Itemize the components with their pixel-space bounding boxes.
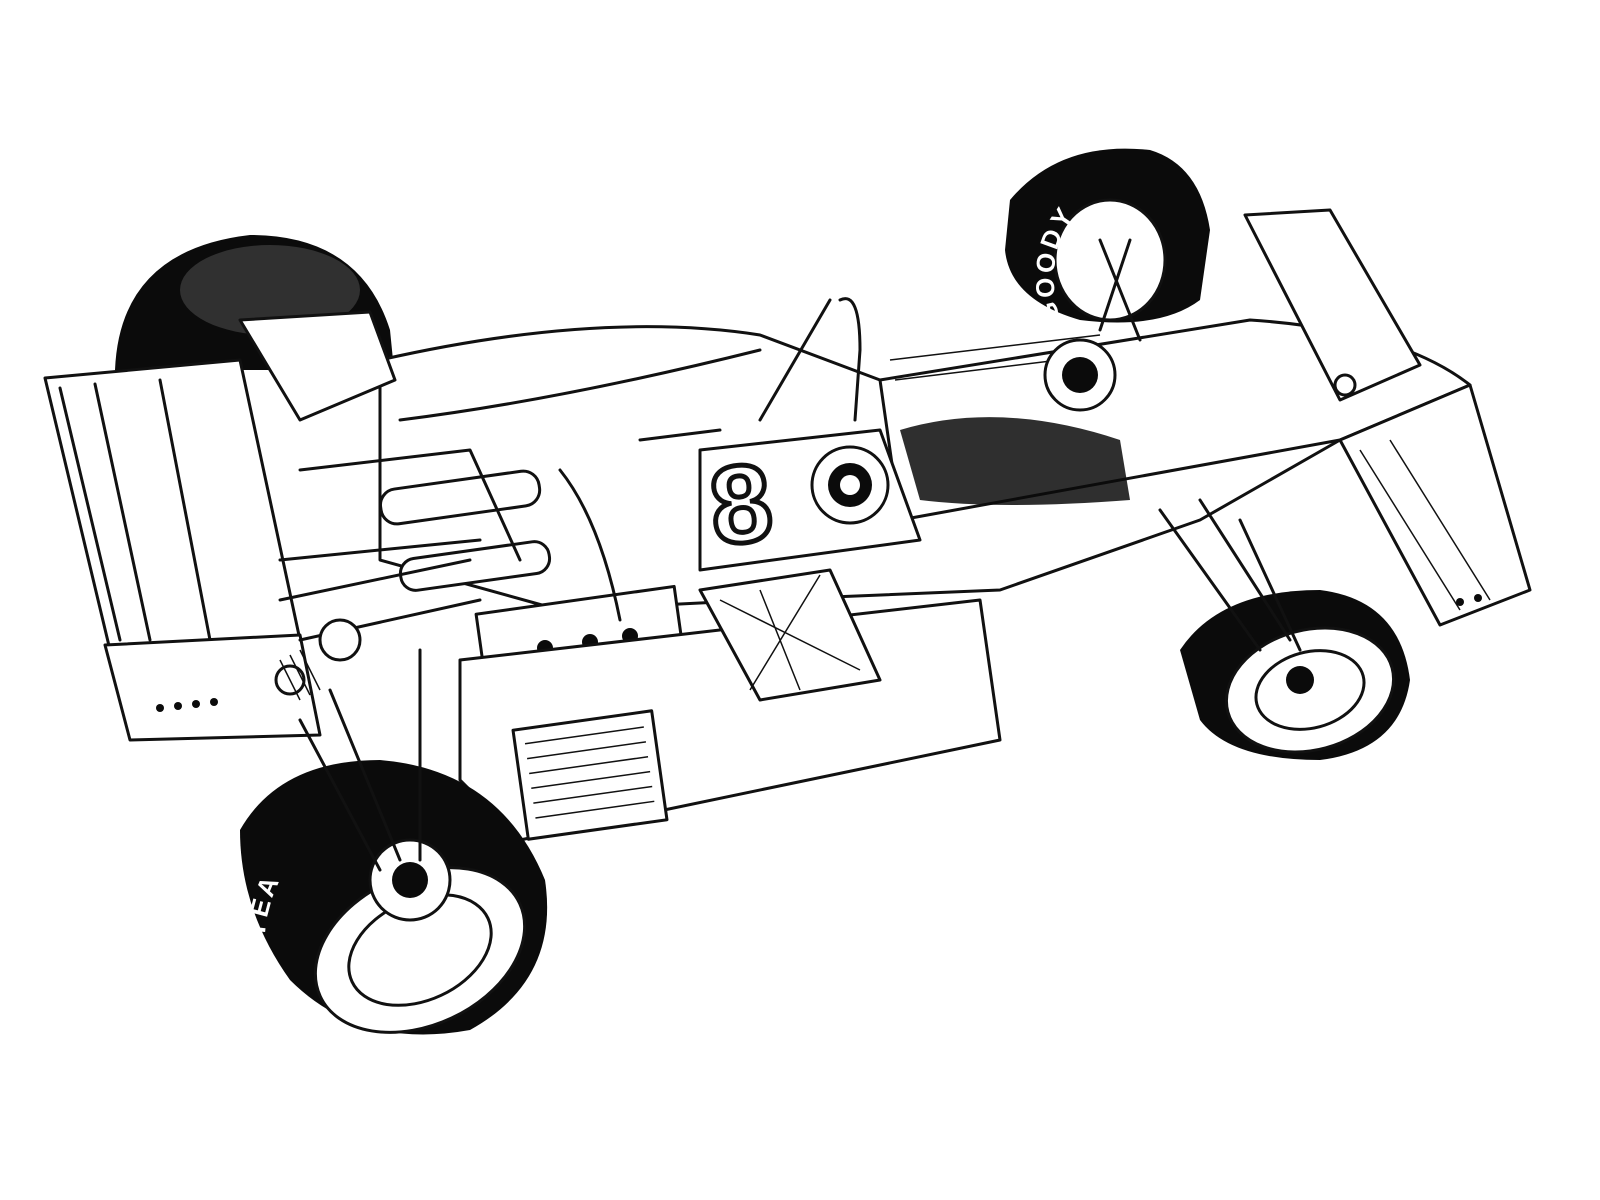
sidepod: 8 <box>698 428 922 572</box>
rear-wing <box>43 358 322 742</box>
car-number: 8 <box>704 440 778 569</box>
cockpit <box>900 338 1130 505</box>
rear-suspension <box>274 558 482 701</box>
front-wing <box>1243 208 1532 627</box>
front-right-tyre <box>1158 498 1410 760</box>
undertray <box>458 568 1002 842</box>
